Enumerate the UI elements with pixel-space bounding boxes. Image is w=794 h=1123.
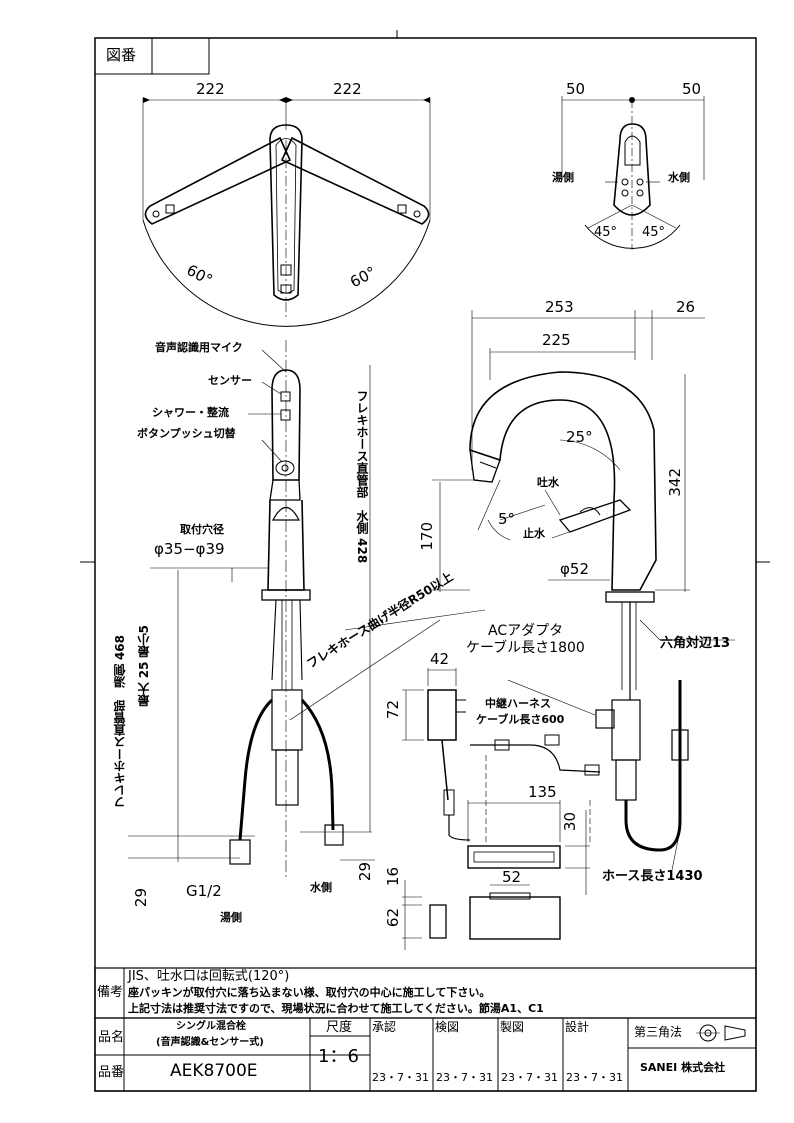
name-line-2: (音声認識&センサー式)	[156, 1037, 264, 1048]
adapter-cable-length: ケーブル長さ1800	[466, 640, 585, 656]
design-label: 設計	[565, 1020, 590, 1034]
button-label: ボタンプッシュ切替	[137, 427, 236, 440]
hole-title: 取付穴径	[180, 523, 224, 536]
note-line-1: JIS、吐水口は回転式(120°)	[128, 969, 290, 984]
dim-62: 62	[384, 908, 402, 928]
small-angle-left: 45°	[594, 225, 618, 240]
scale-label: 尺度	[326, 1020, 353, 1035]
hose-length-label: ホース長さ1430	[602, 869, 703, 884]
spout-stop-label: 止水	[523, 527, 545, 540]
dim-29-left: 29	[132, 888, 150, 908]
top-dim-left: 222	[196, 80, 225, 98]
front-hot-side: 湯側	[220, 911, 242, 924]
accessories-drawing	[402, 668, 601, 950]
note-line-2: 座パッキンが取付穴に落ち込まない様、取付穴の中心に施工して下さい。	[128, 986, 491, 999]
company-name: SANEI 株式会社	[640, 1061, 726, 1074]
harness-title: 中継ハーネス	[485, 697, 551, 710]
dim-72: 72	[384, 700, 402, 720]
side-view-drawing	[432, 310, 735, 871]
dim-16: 16	[384, 867, 402, 887]
angle-25: 25°	[566, 428, 593, 446]
dim-26: 26	[676, 298, 696, 316]
dim-225: 225	[542, 331, 571, 349]
design-date: 23・7・31	[566, 1071, 623, 1084]
scale-value: 1：6	[318, 1046, 359, 1067]
drafting-label: 製図	[500, 1020, 525, 1034]
front-cold-side: 水側	[310, 881, 332, 894]
approval-label: 承認	[372, 1020, 397, 1034]
small-dim-right: 50	[682, 80, 702, 98]
small-angle-right: 45°	[642, 225, 666, 240]
small-top-view-drawing	[561, 96, 705, 250]
dim-52: 52	[502, 868, 522, 886]
sensor-label: センサー	[208, 374, 252, 387]
shower-label: シャワー・整流	[152, 406, 229, 419]
dim-170: 170	[418, 522, 436, 551]
cold-hose-length: フレキホース直管部 水側 428	[355, 390, 369, 564]
projection-label: 第三角法	[634, 1025, 683, 1039]
notes-label: 備考	[97, 985, 124, 1000]
dim-253: 253	[545, 298, 574, 316]
dim-29-right: 29	[356, 862, 374, 882]
hot-side-label: 湯側	[552, 171, 574, 184]
dim-30: 30	[561, 812, 579, 832]
front-view-drawing	[128, 340, 486, 880]
cold-side-label: 水側	[668, 171, 690, 184]
drafting-date: 23・7・31	[501, 1071, 558, 1084]
product-number: AEK8700E	[170, 1061, 258, 1081]
g-half-label: G1/2	[186, 882, 222, 900]
title-box-label: 図番	[106, 46, 137, 64]
dim-342: 342	[666, 468, 684, 497]
top-view-drawing	[142, 97, 431, 327]
hex-label: 六角対辺13	[660, 636, 731, 651]
inspection-label: 検図	[435, 1020, 460, 1034]
max-min-label: 最大 25 最小5	[137, 625, 151, 707]
inspection-date: 23・7・31	[436, 1071, 493, 1084]
number-label: 品番	[98, 1065, 125, 1080]
dim-135: 135	[528, 783, 557, 801]
mic-label: 音声認識用マイク	[155, 341, 243, 354]
name-line-1: シングル混合栓	[176, 1021, 246, 1032]
harness-cable-length: ケーブル長さ600	[476, 713, 565, 726]
name-label: 品名	[98, 1030, 125, 1045]
dim-42: 42	[430, 650, 450, 668]
angle-5: 5°	[498, 510, 516, 528]
spout-out-label: 吐水	[537, 476, 559, 489]
note-line-3: 上記寸法は推奨寸法ですので、現場状況に合わせて施工してください。節湯A1、C1	[128, 1002, 544, 1015]
approval-date: 23・7・31	[372, 1071, 429, 1084]
small-dim-left: 50	[566, 80, 586, 98]
top-dim-right: 222	[333, 80, 362, 98]
hole-size: φ35−φ39	[154, 540, 225, 558]
dia-52: φ52	[560, 560, 589, 578]
adapter-title: ACアダプタ	[488, 623, 564, 639]
hot-hose-length: フレキホース直管部 湯側 468	[113, 635, 127, 809]
